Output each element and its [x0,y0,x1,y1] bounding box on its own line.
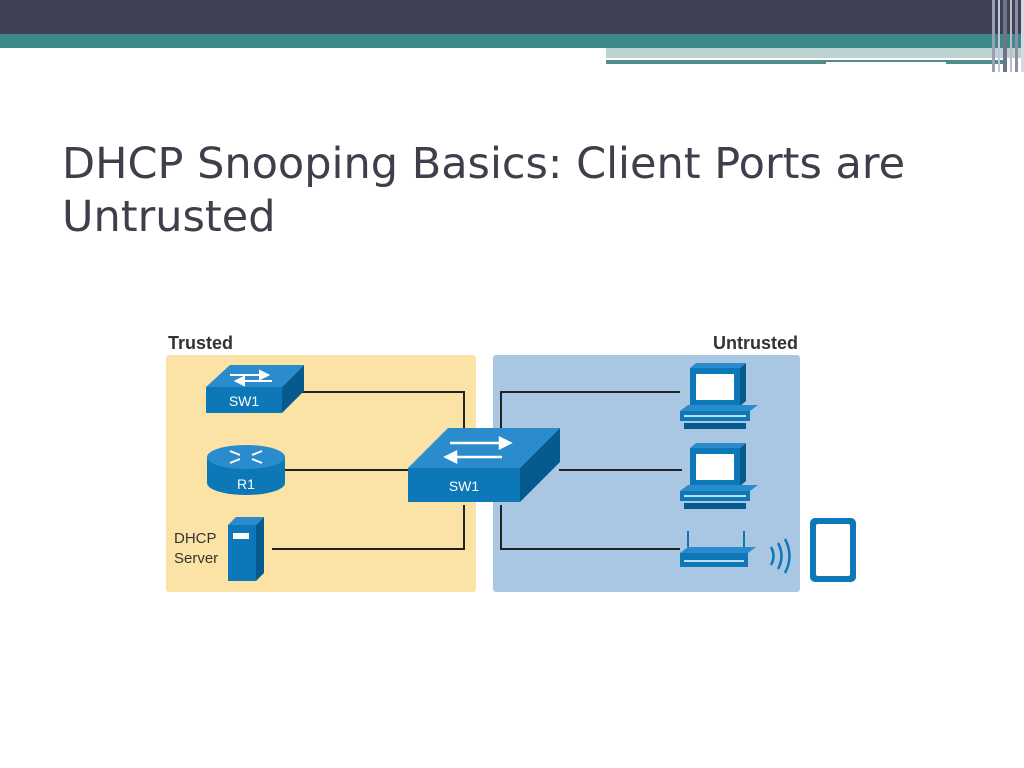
trusted-switch-sw1: SW1 [206,365,304,413]
access-point [680,531,791,574]
pc-1 [680,363,758,429]
pc-2 [680,443,758,509]
dhcp-server: DHCP Server [174,517,264,581]
central-switch-label: SW1 [449,478,480,494]
trusted-label: Trusted [168,333,233,353]
router-label: R1 [237,476,255,492]
accent-highlight [826,62,946,65]
trusted-switch-label: SW1 [229,393,260,409]
decorative-stripes [992,0,1024,72]
untrusted-label: Untrusted [713,333,798,353]
server-label-line1: DHCP [174,530,217,547]
slide-title: DHCP Snooping Basics: Client Ports are U… [62,139,906,242]
router-r1: R1 [207,445,285,495]
accent-sub-band [606,48,1024,58]
central-switch-sw1: SW1 [408,428,560,502]
header-bar [0,0,1024,34]
accent-band [0,34,1024,48]
server-label-line2: Server [174,550,218,567]
tablet [810,518,856,582]
accent-line [606,60,1006,64]
network-diagram: Trusted Untrusted SW1 R1 [166,333,856,592]
